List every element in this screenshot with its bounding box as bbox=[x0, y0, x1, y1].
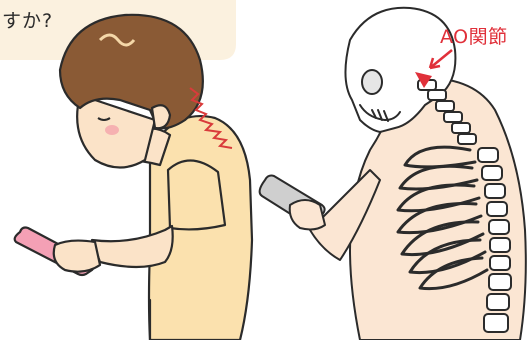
eye-socket bbox=[362, 70, 382, 94]
ao-joint-label: AO関節 bbox=[440, 22, 508, 49]
skeleton-hand bbox=[290, 200, 325, 229]
